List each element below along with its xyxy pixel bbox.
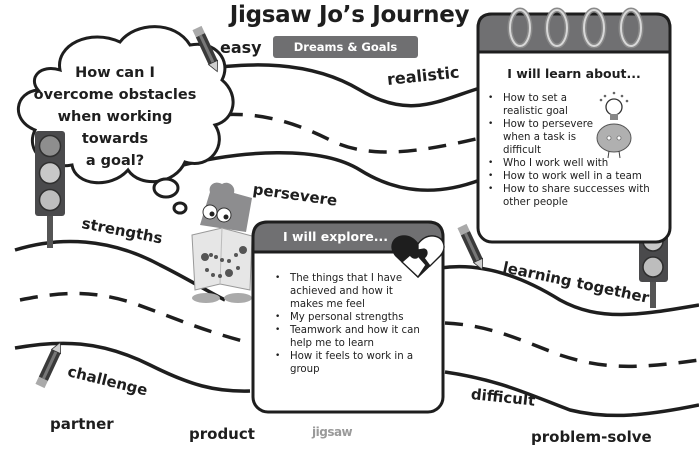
thought-cloud-question: How can I overcome obstacles when workin… (30, 62, 200, 172)
jigsaw-jo-character-icon (191, 182, 253, 303)
question-line: towards (81, 131, 149, 147)
list-item: How to persevere when a task is difficul… (485, 118, 603, 157)
list-item: How it feels to work in a group (272, 350, 425, 376)
theme-badge: Dreams & Goals (273, 36, 418, 58)
thought-cloud (16, 25, 235, 185)
road-centerline-mid (19, 291, 251, 345)
road-edge-top (194, 63, 481, 108)
jigsaw-logo: jigsaw (312, 425, 353, 439)
list-item: How to work well in a team (485, 170, 665, 183)
puzzle-heart-icon (391, 235, 445, 279)
traffic-light-left-icon (35, 131, 65, 248)
question-line: a goal? (85, 153, 145, 169)
explore-card-list: The things that I have achieved and how … (272, 272, 432, 376)
list-item: My personal strengths (272, 311, 432, 324)
word-problem-solve: problem-solve (531, 428, 652, 446)
question-line: How can I (75, 65, 155, 81)
pencil-icon (192, 25, 219, 73)
list-item: The things that I have achieved and how … (272, 272, 420, 311)
list-item: Who I work well with (485, 157, 665, 170)
question-line: overcome obstacles (33, 87, 197, 103)
word-easy: easy (220, 38, 262, 57)
road-edge-bottom (14, 341, 251, 393)
pencil-icon (457, 223, 484, 271)
explore-card-heading: I will explore... (282, 229, 388, 244)
road-centerline-mid-right (444, 321, 699, 369)
thought-bubble-small (172, 201, 188, 215)
road-edge-mid-right (439, 264, 699, 317)
road-edge-mid-upper (174, 151, 481, 192)
learn-card-list: How to set a realistic goal How to perse… (485, 92, 665, 209)
road-centerline-top (194, 112, 481, 154)
list-item: How to set a realistic goal (485, 92, 598, 118)
page-title: Jigsaw Jo’s Journey (229, 2, 470, 28)
word-partner: partner (50, 415, 114, 433)
learn-card-heading: I will learn about... (507, 66, 641, 81)
pencil-icon (35, 341, 62, 389)
word-product: product (189, 425, 255, 443)
lightbulb-icon (599, 91, 629, 120)
list-item: Teamwork and how it can help me to learn (272, 324, 425, 350)
thought-bubble-large (152, 177, 180, 199)
question-line: when working (57, 109, 173, 125)
list-item: How to share successes with other people (485, 183, 663, 209)
road-edge-bottom-right (444, 370, 699, 418)
